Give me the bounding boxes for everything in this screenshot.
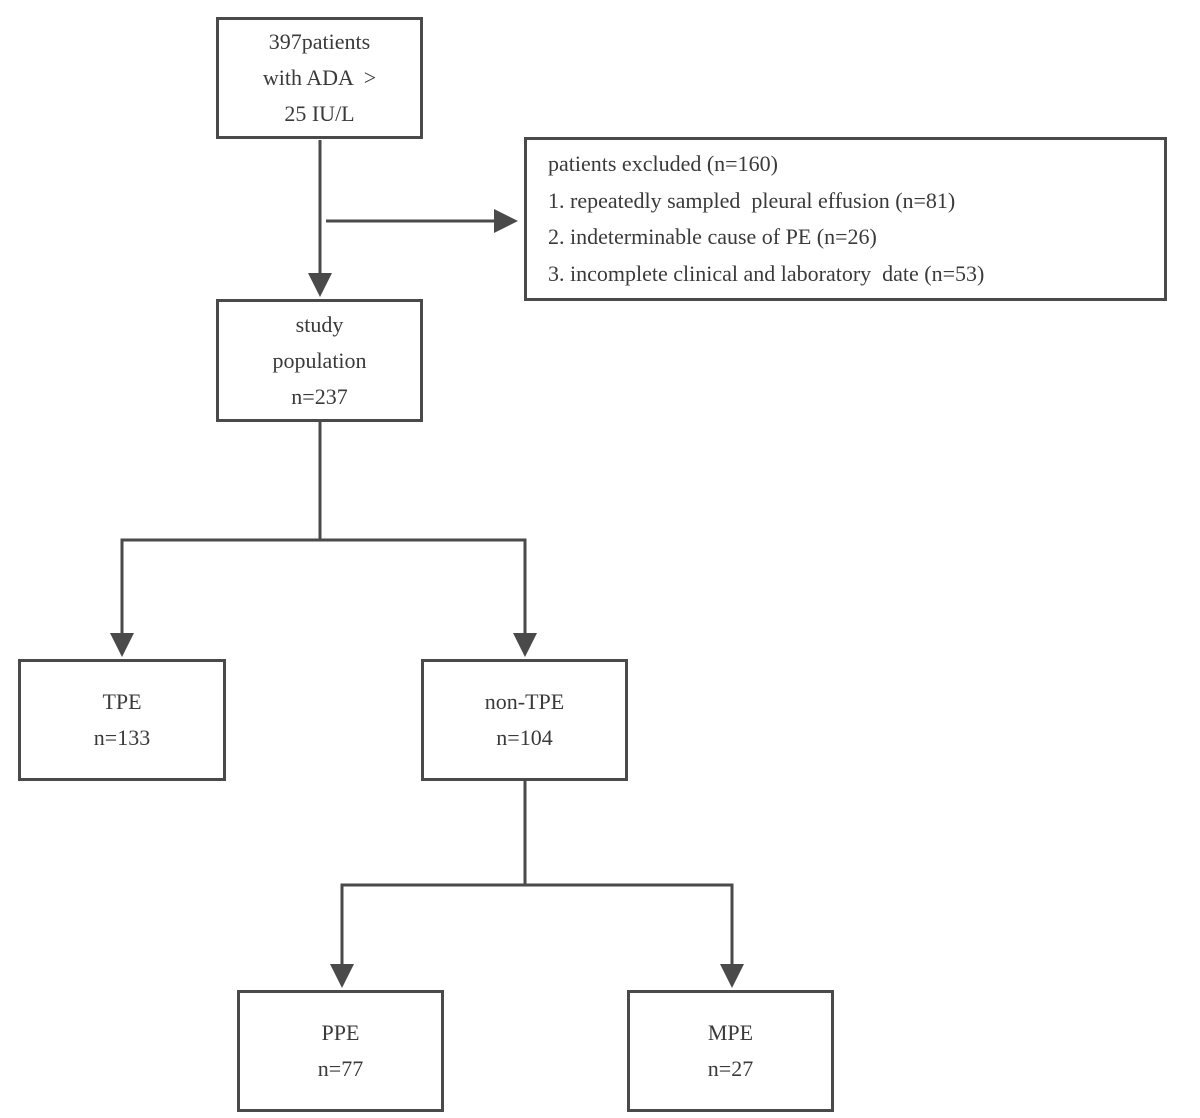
excluded-reason-1: 1. repeatedly sampled pleural effusion (… xyxy=(548,187,956,213)
non-tpe-label: non-TPE xyxy=(484,689,565,714)
study-line-2: population xyxy=(272,347,367,373)
node-patients-ada: 397patients with ADA > 25 IU/L xyxy=(216,17,423,139)
mpe-count: n=27 xyxy=(707,1056,754,1081)
node-patients-ada-line-1: 397patients xyxy=(268,29,371,54)
connector-to-mpe xyxy=(525,883,744,988)
non-tpe-count: n=104 xyxy=(496,725,553,750)
connector-to-tpe xyxy=(110,538,320,657)
excluded-title: patients excluded (n=160) xyxy=(548,151,778,176)
node-study-population: study population n=237 xyxy=(216,299,423,422)
ppe-label: PPE xyxy=(321,1020,360,1045)
node-patients-ada-line-2: with ADA > xyxy=(262,65,377,90)
ppe-count: n=77 xyxy=(317,1056,364,1081)
node-ppe: PPE n=77 xyxy=(237,990,444,1112)
study-line-3: n=237 xyxy=(291,383,348,409)
excluded-reason-2: 2. indeterminable cause of PE (n=26) xyxy=(548,224,877,249)
node-patients-excluded: patients excluded (n=160) 1. repeatedly … xyxy=(524,137,1167,301)
node-patients-ada-line-3: 25 IU/L xyxy=(284,101,355,126)
excluded-reason-3: 3. incomplete clinical and laboratory da… xyxy=(548,260,985,286)
tpe-label: TPE xyxy=(102,689,142,714)
connector-to-ppe xyxy=(330,883,525,988)
node-mpe: MPE n=27 xyxy=(627,990,834,1112)
node-non-tpe: non-TPE n=104 xyxy=(421,659,628,781)
mpe-label: MPE xyxy=(707,1020,754,1045)
connector-to-non-tpe xyxy=(320,538,537,657)
tpe-count: n=133 xyxy=(93,725,151,750)
node-tpe: TPE n=133 xyxy=(18,659,226,781)
study-line-1: study xyxy=(295,311,344,337)
